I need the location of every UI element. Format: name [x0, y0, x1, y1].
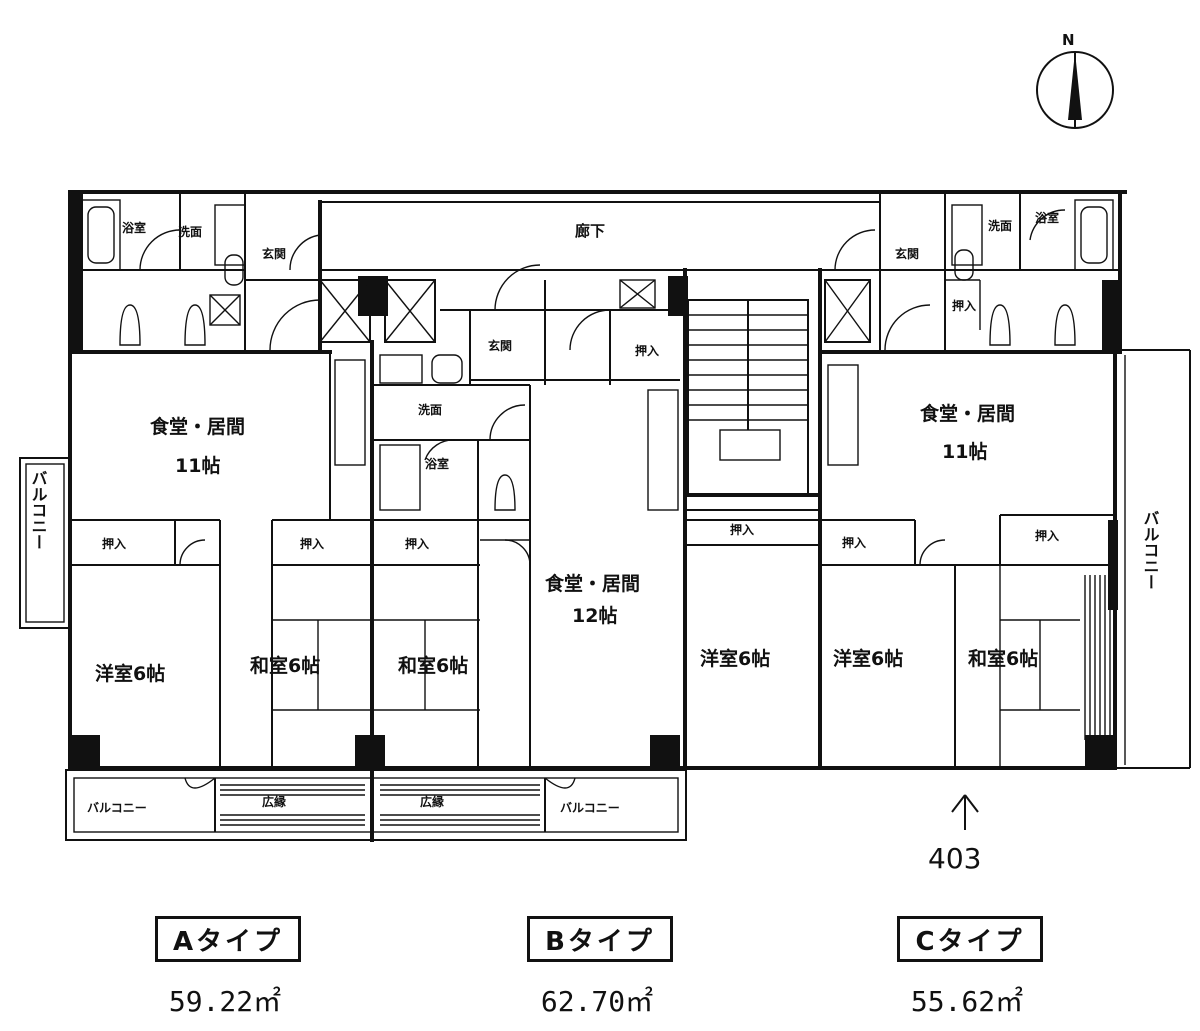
b-living-label: 食堂・居間 [545, 572, 640, 595]
b-closet-top: 押入 [635, 343, 659, 358]
a-bath-label: 浴室 [122, 220, 146, 235]
b-bath-label: 浴室 [425, 456, 449, 471]
engawa-left-label: 広縁 [262, 794, 286, 809]
unit-a-japanese-room [271, 519, 372, 768]
a-western-room-label: 洋室6帖 [95, 662, 165, 685]
a-living-size: 11帖 [175, 454, 220, 477]
front-balcony [65, 768, 687, 842]
type-c-area: 55.62㎡ [910, 985, 1024, 1018]
unit-number: 403 [928, 842, 981, 875]
c-western-room-label: 洋室6帖 [833, 647, 903, 670]
type-b-label: Bタイプ [527, 916, 673, 962]
type-c-label: Cタイプ [897, 916, 1043, 962]
staircase [683, 299, 822, 511]
b-living-size: 12帖 [572, 604, 617, 627]
type-a-area: 59.22㎡ [168, 985, 282, 1018]
c-wash-label: 洗面 [988, 218, 1012, 233]
a-closet-2: 押入 [300, 536, 324, 551]
unit-b [334, 264, 687, 770]
structural-columns [68, 190, 1122, 770]
unit-c [685, 192, 1126, 770]
c-closet-1: 押入 [842, 535, 866, 550]
c-closet-2: 押入 [1035, 528, 1059, 543]
north-compass-icon [1036, 51, 1114, 129]
b-wash-label: 洗面 [418, 402, 442, 417]
a-entrance-label: 玄関 [262, 246, 286, 261]
b-western-room-label: 洋室6帖 [700, 647, 770, 670]
unit-marker-arrow-icon [951, 794, 979, 830]
c-side-balcony-label: バルコニー [1141, 510, 1160, 590]
a-side-balcony-label: バルコニー [29, 470, 48, 550]
north-label: N [1062, 31, 1075, 49]
balcony-right-label: バルコニー [560, 801, 620, 815]
corridor-label: 廊下 [575, 222, 605, 240]
engawa-right-label: 広縁 [420, 794, 444, 809]
c-living-label: 食堂・居間 [920, 402, 1015, 425]
balcony-left-label: バルコニー [87, 801, 147, 815]
b-closet-right: 押入 [730, 522, 754, 537]
c-japanese-room-label: 和室6帖 [968, 647, 1038, 670]
c-entrance-label: 玄関 [895, 246, 919, 261]
c-closet-small: 押入 [952, 298, 976, 313]
type-a-label: Aタイプ [155, 916, 301, 962]
a-japanese-room-label: 和室6帖 [250, 654, 320, 677]
b-entrance-label: 玄関 [488, 338, 512, 353]
engawa-stripes [220, 784, 540, 826]
c-bath-label: 浴室 [1035, 210, 1059, 225]
a-closet-1: 押入 [102, 536, 126, 551]
b-japanese-room-label: 和室6帖 [398, 654, 468, 677]
c-living-size: 11帖 [942, 440, 987, 463]
exterior-walls [68, 190, 1191, 770]
a-living-label: 食堂・居間 [150, 415, 245, 438]
a-wash-label: 洗面 [178, 224, 202, 239]
unit-a [19, 192, 436, 768]
type-b-area: 62.70㎡ [540, 985, 654, 1018]
a-closet-3: 押入 [405, 536, 429, 551]
